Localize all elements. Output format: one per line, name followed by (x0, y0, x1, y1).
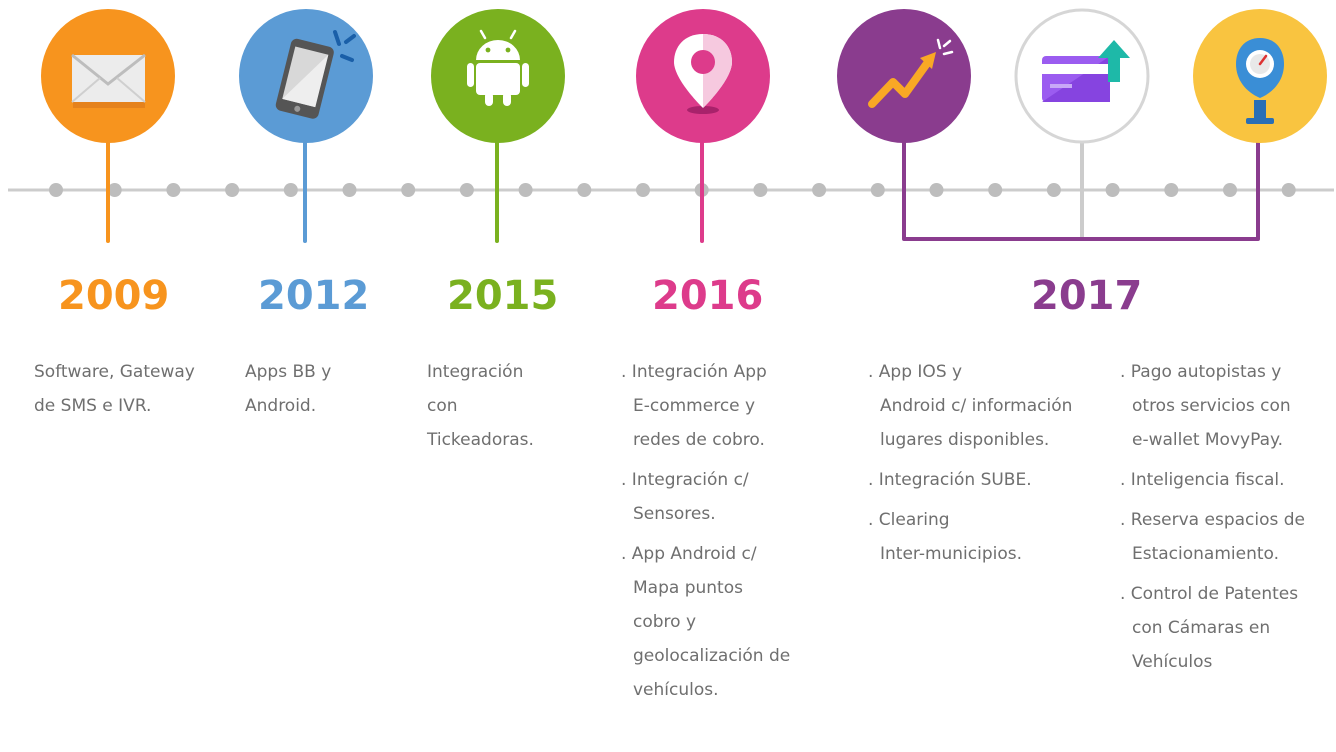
description-2009: Software, Gateway de SMS e IVR. (34, 355, 214, 423)
description-line: con (427, 396, 458, 416)
description-line: con Cámaras en (1132, 618, 1271, 638)
description-bullet: . Control de Patentes (1120, 584, 1299, 604)
description-line: lugares disponibles. (880, 430, 1050, 450)
credit-card-upload-icon (1042, 40, 1130, 102)
timeline-dot (636, 183, 650, 197)
description-line: E-commerce y (633, 396, 756, 416)
timeline-dot (166, 183, 181, 197)
description-2012: Apps BB y Android. (245, 355, 395, 423)
description-bullet: . Clearing (868, 510, 950, 530)
description-line: Android c/ información (880, 396, 1073, 416)
timeline-dot (459, 183, 474, 197)
description-2015: Integración con Tickeadoras. (427, 355, 597, 457)
description-2016: . Integración App E-commerce y redes de … (621, 355, 851, 707)
milestone-2009-circle (41, 9, 175, 143)
description-line: Vehículos (1132, 652, 1213, 672)
description-bullet: . Pago autopistas y (1120, 362, 1282, 382)
milestone-2017-wallet-circle (1014, 8, 1150, 144)
description-bullet: . Integración SUBE. (868, 470, 1032, 490)
smartphone-icon (275, 30, 356, 119)
description-line: Apps BB y (245, 362, 332, 382)
description-bullet: . Integración App (621, 362, 767, 382)
milestone-2017-growth-circle (837, 9, 971, 143)
timeline-dot (753, 183, 768, 197)
description-line: Estacionamiento. (1132, 544, 1280, 564)
timeline-dots (49, 183, 1296, 197)
timeline-dot (1223, 183, 1237, 197)
description-line: Tickeadoras. (427, 430, 534, 450)
description-2017-a: . App IOS y Android c/ información lugar… (868, 355, 1108, 571)
description-bullet: . Inteligencia fiscal. (1120, 470, 1285, 490)
year-2015: 2015 (447, 273, 559, 319)
description-line: geolocalización de (633, 646, 791, 666)
milestone-2012-circle (239, 9, 373, 143)
description-line: Mapa puntos (633, 578, 743, 598)
description-line: e-wallet MovyPay. (1132, 430, 1284, 450)
description-bullet: . Reserva espacios de (1120, 510, 1306, 530)
description-line: Integración (427, 362, 524, 382)
timeline-dot (401, 183, 416, 197)
milestone-2016-circle (636, 9, 770, 143)
description-bullet: . Integración c/ (621, 470, 749, 490)
timeline-dot (49, 183, 63, 197)
description-line: redes de cobro. (633, 430, 765, 450)
year-2009: 2009 (58, 273, 170, 319)
description-line: de SMS e IVR. (34, 396, 152, 416)
timeline-dot (929, 183, 944, 197)
timeline-graphic (8, 8, 1334, 243)
trending-up-icon (868, 38, 954, 108)
year-2017: 2017 (1031, 273, 1143, 319)
description-line: Inter-municipios. (880, 544, 1023, 564)
description-line: otros servicios con (1132, 396, 1291, 416)
year-2016: 2016 (652, 273, 764, 319)
description-line: cobro y (633, 612, 697, 632)
description-2017-b: . Pago autopistas y otros servicios con … (1120, 355, 1334, 679)
timeline-dot (283, 183, 298, 197)
timeline-dot (1105, 183, 1120, 197)
location-pin-icon (674, 34, 732, 114)
timeline-dot (107, 183, 122, 197)
description-bullet: . App IOS y (868, 362, 963, 382)
timeline-dot (1164, 183, 1179, 197)
timeline-dot (518, 183, 533, 197)
timeline-dot (577, 183, 592, 197)
android-icon (467, 29, 529, 106)
description-line: Android. (245, 396, 317, 416)
timeline-dot (225, 183, 240, 197)
envelope-icon (71, 53, 146, 108)
description-bullet: . App Android c/ (621, 544, 757, 564)
description-line: Software, Gateway (34, 362, 195, 382)
milestone-2015-circle (431, 9, 565, 143)
description-line: vehículos. (633, 680, 719, 700)
timeline-dot (1046, 183, 1061, 197)
connector-2017-bracket (902, 140, 1260, 241)
year-2012: 2012 (258, 273, 370, 319)
description-line: Sensores. (633, 504, 716, 524)
timeline-dot (988, 183, 1003, 197)
timeline-dot (342, 183, 357, 197)
timeline-dot (1281, 183, 1296, 197)
milestone-2017-parking-circle (1193, 9, 1327, 143)
timeline-dot (870, 183, 885, 197)
parking-meter-icon (1236, 38, 1284, 124)
timeline-dot (812, 183, 827, 197)
